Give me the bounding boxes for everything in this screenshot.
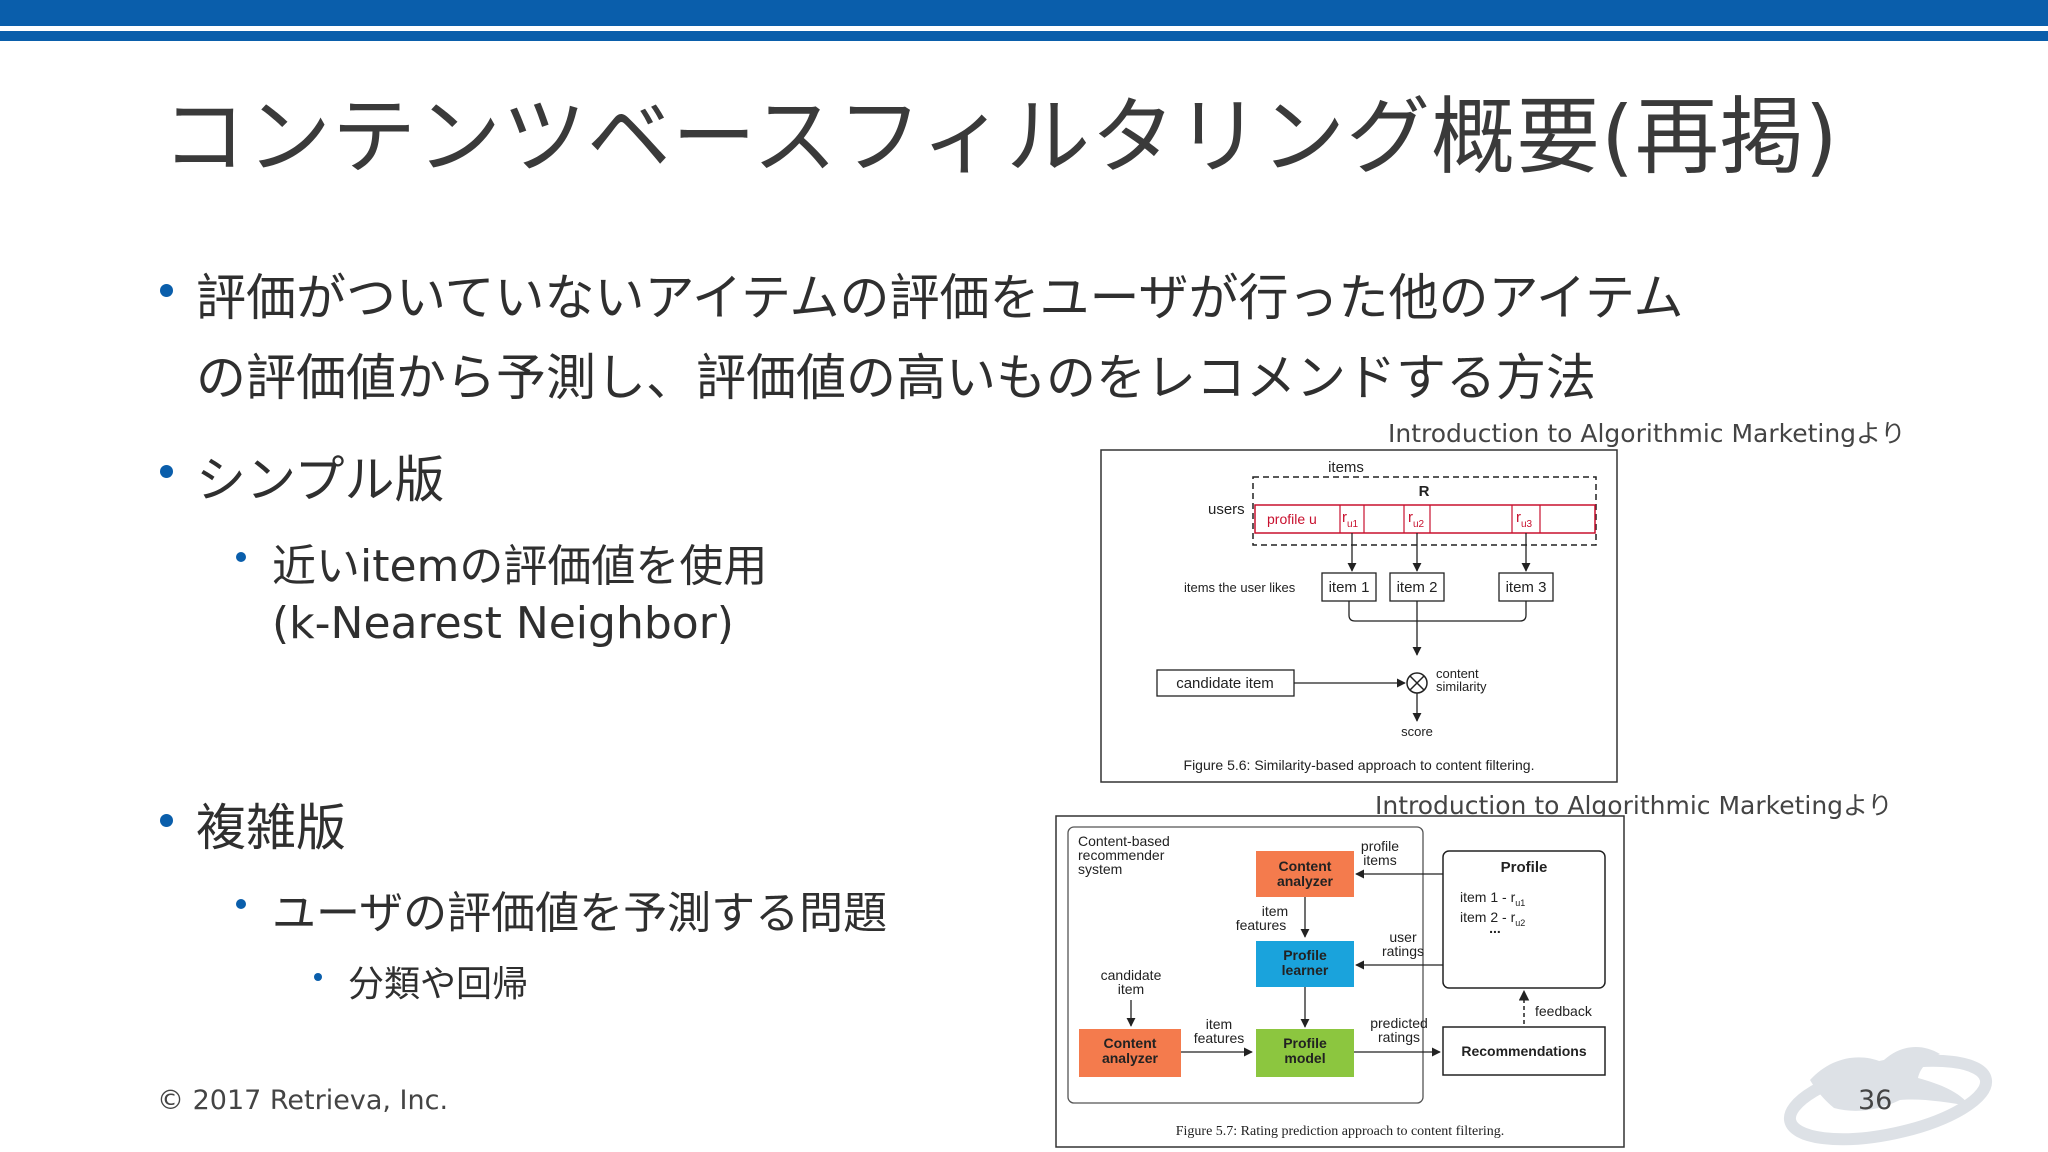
figure-rating-prediction: Content-based recommender system Content… (1055, 815, 1625, 1148)
company-logo-icon (1783, 1047, 1993, 1146)
page-number: 36 (1858, 1085, 1893, 1116)
header-bar-bottom (0, 31, 2048, 41)
content-similarity-line2: similarity (1436, 679, 1487, 694)
r-u2-label: ru2 (1408, 509, 1425, 530)
bullet-1-line-1: 評価がついていないアイテムの評価をユーザが行った他のアイテム (196, 269, 1684, 327)
profile-title: Profile (1501, 859, 1548, 876)
content-analyzer-bottom-box (1079, 1029, 1181, 1077)
figure-1-frame (1100, 449, 1618, 783)
profile-row (1254, 504, 1596, 534)
item-features-bottom-line2: features (1194, 1030, 1245, 1046)
profile-more: ... (1489, 920, 1501, 936)
sub-bullet-dot (236, 552, 246, 562)
user-ratings-line2: ratings (1382, 943, 1424, 959)
item-features-bottom-line1: item (1206, 1016, 1232, 1032)
profile-learner-line1: Profile (1283, 947, 1327, 963)
item2-label: item 2 (1397, 579, 1438, 596)
r-u1-label: ru1 (1342, 509, 1359, 530)
source-note-2: Introduction to Algorithmic Marketingより (1375, 791, 1893, 820)
profile-items-line1: profile (1361, 838, 1399, 854)
content-similarity-line1: content (1436, 666, 1479, 681)
profile-learner-line2: learner (1282, 962, 1329, 978)
merge-lines (1348, 601, 1527, 622)
bullet-2: シンプル版 (196, 451, 445, 509)
r-u3-label: ru3 (1516, 509, 1533, 530)
logo-otter-shape (1810, 1047, 1970, 1111)
slide-title: コンテンツベースフィルタリング概要(再掲) (162, 88, 1839, 186)
bullet-2-sub-line-1: 近いitemの評価値を使用 (272, 541, 768, 592)
system-label-line3: system (1078, 861, 1122, 877)
profile-model-line2: model (1284, 1050, 1325, 1066)
matrix-r-dashed (1252, 476, 1597, 546)
matrix-r-label: R (1419, 483, 1430, 500)
sub-sub-bullet-dot (314, 973, 322, 981)
bullet-dot (160, 465, 173, 478)
figure-similarity-based: items R users profile u ru1 ru2 ru3 item… (1100, 449, 1618, 783)
predicted-ratings-line2: ratings (1378, 1029, 1420, 1045)
bullet-3-sub: ユーザの評価値を予測する問題 (272, 888, 888, 939)
items-label: items (1328, 459, 1364, 476)
system-label-line2: recommender (1078, 847, 1165, 863)
profile-u-label: profile u (1267, 511, 1317, 527)
bullet-3: 複雑版 (196, 799, 346, 857)
items-user-likes-label: items the user likes (1184, 580, 1296, 595)
figure-1-caption: Figure 5.6: Similarity-based approach to… (1184, 757, 1535, 773)
score-label: score (1401, 724, 1433, 739)
content-analyzer-top-box (1256, 851, 1354, 897)
bullet-2-sub-line-2: (k-Nearest Neighbor) (272, 598, 734, 649)
profile-learner-box (1256, 941, 1354, 987)
content-analyzer-bottom-line2: analyzer (1102, 1050, 1159, 1066)
profile-box (1442, 850, 1606, 989)
candidate-item-line1: candidate (1101, 967, 1162, 983)
item-features-top-line2: features (1236, 917, 1287, 933)
item3-label: item 3 (1506, 579, 1547, 596)
header-bar-top (0, 0, 2048, 26)
feedback-label: feedback (1535, 1003, 1593, 1019)
profile-items-line2: items (1363, 852, 1396, 868)
bullet-1-line-2: の評価値から予測し、評価値の高いものをレコメンドする方法 (196, 349, 1596, 407)
recommendations-label: Recommendations (1461, 1043, 1586, 1059)
content-analyzer-top-line2: analyzer (1277, 873, 1334, 889)
profile-model-line1: Profile (1283, 1035, 1327, 1051)
copyright: © 2017 Retrieva, Inc. (157, 1085, 449, 1116)
sub-bullet-dot (236, 899, 246, 909)
figure-2-caption: Figure 5.7: Rating prediction approach t… (1176, 1124, 1505, 1139)
profile-model-box (1256, 1029, 1354, 1077)
system-label-line1: Content-based (1078, 833, 1170, 849)
bullet-3-subsub: 分類や回帰 (348, 964, 529, 1005)
predicted-ratings-line1: predicted (1370, 1015, 1428, 1031)
users-label: users (1208, 501, 1245, 518)
bullet-dot (160, 814, 173, 827)
recommendations-box (1442, 1026, 1606, 1076)
item-features-top-line1: item (1262, 903, 1288, 919)
user-ratings-line1: user (1389, 929, 1417, 945)
profile-item1: item 1 - ru1 (1460, 889, 1525, 908)
content-analyzer-bottom-line1: Content (1104, 1035, 1157, 1051)
similarity-operator-cross (1409, 675, 1425, 691)
candidate-item-line2: item (1118, 981, 1144, 997)
item1-label: item 1 (1329, 579, 1370, 596)
candidate-item-label: candidate item (1176, 675, 1274, 692)
content-analyzer-top-line1: Content (1279, 858, 1332, 874)
profile-item2: item 2 - ru2 (1460, 909, 1525, 928)
bullet-dot (160, 284, 173, 297)
source-note-1: Introduction to Algorithmic Marketingより (1388, 419, 1906, 448)
